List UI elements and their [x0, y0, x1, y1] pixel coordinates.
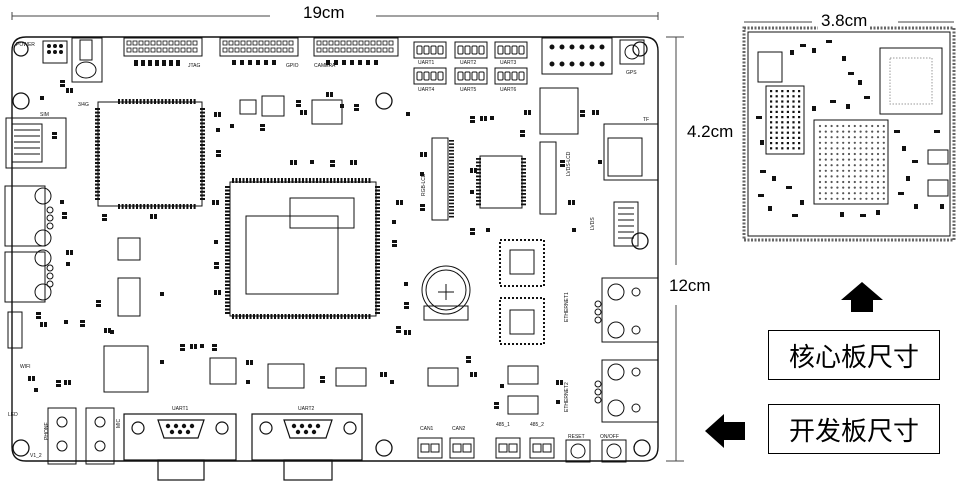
gps-button — [619, 39, 645, 65]
dev-height-label: 12cm — [666, 276, 714, 296]
core-width-label: 3.8cm — [818, 11, 871, 31]
label-tf: TF — [643, 117, 649, 123]
board-text-labels: POWER JTAG GPIO CAMERA UART1 UART2 UART3… — [8, 42, 649, 459]
misc-ics — [103, 87, 579, 415]
uart-headers-top — [413, 41, 528, 85]
label-phone: PHONE — [44, 422, 50, 440]
ethernet1-jack — [594, 277, 659, 343]
width-dimension-line — [11, 12, 659, 20]
arrow-left-icon — [705, 414, 745, 448]
label-camera: CAMERA — [314, 63, 336, 69]
rtc-battery — [421, 265, 471, 321]
rgb-lcd-connector — [431, 137, 454, 221]
label-mic: MIC — [116, 418, 122, 428]
passives — [28, 80, 602, 409]
dev-board-caption: 开发板尺寸 — [768, 404, 940, 454]
label-lvds-lcd: LVDS-LCD — [566, 151, 572, 176]
ethernet2-jack — [594, 359, 659, 423]
module-4g — [95, 99, 205, 209]
label-uart6-top: UART6 — [500, 87, 517, 93]
jtag-header — [123, 37, 203, 57]
lvds-connector — [613, 201, 639, 247]
label-rgb-lcd: RGB-LCD — [421, 173, 427, 196]
soc-main — [225, 178, 380, 319]
label-can2: CAN2 — [452, 426, 466, 432]
label-lvds: LVDS — [590, 217, 596, 230]
label-can1: CAN1 — [420, 426, 434, 432]
label-gps: GPS — [626, 70, 637, 76]
label-uart4-top: UART4 — [418, 87, 435, 93]
ic-chips — [509, 249, 535, 335]
label-power: POWER — [16, 42, 35, 48]
ic-frame-1 — [499, 239, 545, 345]
label-onoff: ON/OFF — [600, 434, 619, 440]
label-ethernet2: ETHERNET2 — [564, 382, 570, 412]
label-reset: RESET — [568, 434, 585, 440]
core-board-caption: 核心板尺寸 — [768, 330, 940, 380]
label-485-2: 485_2 — [530, 422, 544, 428]
label-ethernet1: ETHERNET1 — [564, 292, 570, 322]
bus-terminals — [417, 437, 555, 459]
reset-onoff-buttons — [565, 439, 627, 463]
height-dimension-line — [666, 36, 684, 462]
rj-connector-lower — [4, 249, 54, 303]
label-485-1: 485_1 — [496, 422, 510, 428]
lvds-lcd-connector — [539, 141, 557, 215]
left-connector — [7, 311, 115, 465]
rj-connector-upper — [4, 185, 54, 247]
label-sim: SIM — [40, 112, 49, 118]
core-board — [742, 26, 956, 242]
power-header — [42, 40, 68, 64]
label-uart2-top: UART2 — [460, 60, 477, 66]
core-height-label: 4.2cm — [687, 122, 734, 141]
label-gpio: GPIO — [286, 63, 299, 69]
dc-jack — [71, 37, 103, 83]
label-wifi: WIFI — [20, 364, 31, 370]
label-uart1-bottom: UART1 — [172, 406, 189, 412]
label-uart2-bottom: UART2 — [298, 406, 315, 412]
label-uart1-top: UART1 — [418, 60, 435, 66]
camera-header — [313, 37, 399, 57]
label-v12: V1_2 — [30, 453, 42, 459]
dev-width-label: 19cm — [300, 3, 348, 23]
tf-slot — [603, 123, 659, 181]
label-uart3-top: UART3 — [500, 60, 517, 66]
gpio-header — [219, 37, 299, 57]
db9-uart2 — [251, 413, 363, 481]
label-jtag: JTAG — [188, 63, 201, 69]
gps-header — [541, 37, 613, 75]
sim-slot — [5, 117, 67, 169]
dev-board — [11, 36, 659, 462]
label-3g4g: 3/4G — [78, 102, 89, 108]
smd-row-top — [134, 60, 378, 66]
chip-center — [476, 155, 526, 209]
arrow-up-icon — [841, 282, 883, 312]
uart-header-pins — [416, 45, 525, 81]
label-led: LED — [8, 412, 18, 418]
db9-uart1 — [123, 413, 237, 481]
mounting-holes — [12, 41, 651, 457]
label-uart5-top: UART5 — [460, 87, 477, 93]
